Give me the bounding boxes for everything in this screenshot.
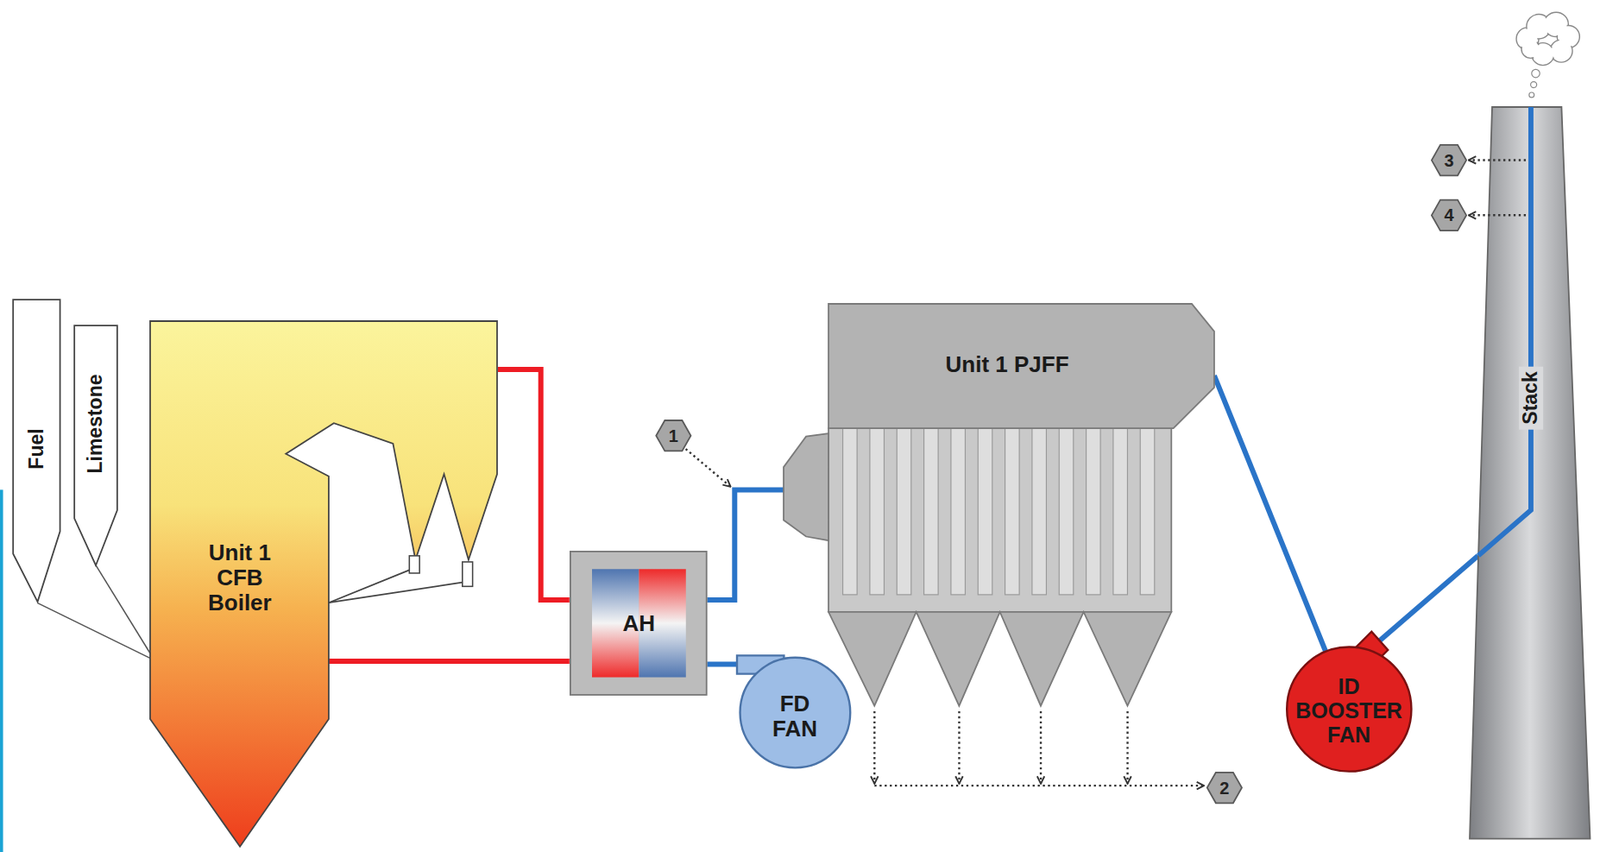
cloud-fill bbox=[1551, 41, 1572, 62]
leader-line bbox=[874, 784, 1204, 787]
pulse-jet-fabric-filter-shape-part bbox=[1032, 428, 1047, 595]
flue-gas-duct bbox=[1379, 555, 1479, 642]
callout-badge bbox=[1207, 772, 1242, 803]
pulse-jet-fabric-filter-shape-part bbox=[951, 428, 966, 595]
pulse-jet-fabric-filter-shape-part bbox=[1140, 428, 1155, 595]
callout-badge bbox=[655, 420, 691, 451]
stack-label: Stack bbox=[1518, 365, 1544, 429]
limestone-silo: Limestone bbox=[73, 324, 119, 567]
pulse-jet-fabric-filter-shape-part bbox=[1005, 428, 1021, 595]
feed-line bbox=[37, 603, 151, 659]
pulse-jet-fabric-filter-shape-part bbox=[828, 428, 1172, 612]
pulse-jet-fabric-filter-shape-part bbox=[843, 428, 858, 595]
cfb-boiler-shape bbox=[150, 321, 498, 847]
cfb-boiler-shape-part bbox=[462, 561, 473, 586]
pulse-jet-fabric-filter-shape-part bbox=[924, 428, 939, 595]
fuel-silo-shape-part bbox=[12, 300, 60, 603]
fd-fan-shape-part bbox=[739, 656, 851, 768]
feed-line bbox=[95, 565, 151, 654]
stack-shape bbox=[1469, 107, 1591, 839]
pulse-jet-fabric-filter-shape-part bbox=[896, 428, 912, 595]
cfb-boiler-shape-part bbox=[328, 570, 410, 604]
pulse-jet-fabric-filter-shape-part bbox=[1058, 428, 1074, 595]
stack-shape-part bbox=[1467, 214, 1525, 216]
pulse-jet-fabric-filter-shape-part bbox=[977, 428, 993, 595]
callout-badge bbox=[1431, 144, 1467, 176]
callout-number: 1 bbox=[668, 426, 679, 446]
cold-air-duct bbox=[706, 661, 737, 668]
cloud-fill bbox=[1523, 41, 1539, 57]
cfb-boiler-shape-part bbox=[328, 582, 463, 604]
flue-gas-duct bbox=[706, 489, 784, 600]
flue-gas-duct bbox=[1214, 375, 1326, 651]
fd-fan-label: FD FAN bbox=[758, 691, 832, 742]
pulse-jet-fabric-filter-shape-part bbox=[869, 428, 885, 595]
stack-shape-part bbox=[1469, 107, 1591, 839]
pulse-jet-fabric-filter-shape-part bbox=[828, 611, 1172, 706]
smoke-dot bbox=[1530, 81, 1538, 89]
stack: Stack bbox=[1469, 107, 1591, 839]
air-heater-shape-part bbox=[570, 551, 707, 695]
id-booster-fan-shape-part bbox=[1286, 646, 1412, 771]
air-heater: AH bbox=[569, 550, 708, 696]
id-booster-fan-label: ID BOOSTER FAN bbox=[1291, 674, 1407, 747]
pulse-jet-fabric-filter: Unit 1 PJFF bbox=[783, 303, 1215, 709]
callout-badges bbox=[655, 144, 1467, 803]
pulse-jet-fabric-filter-label: Unit 1 PJFF bbox=[945, 352, 1070, 378]
cfb-boiler-shape-part bbox=[150, 321, 498, 847]
smoke-dot bbox=[1529, 92, 1535, 98]
leader-line bbox=[1126, 711, 1128, 784]
edge-bar bbox=[0, 489, 4, 852]
pulse-jet-fabric-filter-shape-part bbox=[783, 433, 829, 541]
smoke-dot bbox=[1531, 69, 1540, 77]
callout-badge bbox=[1431, 200, 1467, 231]
hot-air-duct bbox=[328, 658, 570, 664]
leader-line bbox=[686, 448, 731, 487]
cfb-boiler: Unit 1 CFB Boiler bbox=[150, 321, 498, 847]
cfb-boiler-label: Unit 1 CFB Boiler bbox=[191, 541, 289, 617]
fd-fan: FD FAN bbox=[737, 653, 853, 771]
leader-line bbox=[957, 711, 960, 784]
callout-number: 2 bbox=[1219, 777, 1229, 797]
stack-shape-part bbox=[1478, 107, 1531, 556]
smoke-cloud bbox=[1516, 12, 1580, 98]
hot-gas-duct bbox=[497, 369, 570, 600]
air-heater-label: AH bbox=[622, 611, 656, 637]
leader-line bbox=[873, 711, 876, 784]
stack-shape-part bbox=[1467, 158, 1525, 161]
pulse-jet-fabric-filter-shape-part bbox=[1086, 428, 1102, 595]
pulse-jet-fabric-filter-shape-part bbox=[1113, 428, 1128, 595]
limestone-silo-label: Limestone bbox=[84, 373, 108, 473]
id-booster-fan: ID BOOSTER FAN bbox=[1285, 627, 1413, 773]
fuel-silo: Fuel bbox=[12, 298, 62, 604]
cfb-boiler-shape-part bbox=[409, 555, 420, 574]
limestone-silo-shape-part bbox=[74, 325, 118, 566]
callout-number: 3 bbox=[1443, 150, 1454, 170]
pulse-jet-fabric-filter-shape-part bbox=[828, 303, 1215, 429]
fuel-silo-label: Fuel bbox=[25, 428, 49, 469]
callout-number: 4 bbox=[1443, 205, 1454, 225]
leader-line bbox=[1039, 711, 1042, 784]
